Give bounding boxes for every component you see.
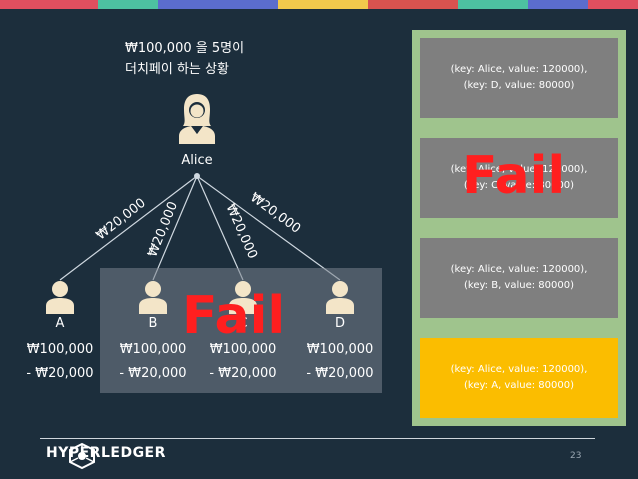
ledger-block-d: (key: Alice, value: 120000), (key: D, va… (420, 38, 618, 118)
top-bar-segment (278, 0, 368, 9)
footer-logo-text: HYPERLEDGER (46, 445, 166, 461)
fail-label-ledger: Fail (462, 146, 566, 206)
person-icon-c (229, 281, 257, 314)
participant-name-b: B (148, 316, 158, 331)
block-value-line: (key: A, value: 80000) (464, 380, 574, 391)
caption: ₩100,000 을 5명이 더치페이 하는 상황 (125, 38, 244, 80)
person-icon-a (46, 281, 74, 314)
top-bar-segment (158, 0, 278, 9)
center-person-name: Alice (181, 153, 213, 168)
edge-line-c (196, 175, 244, 281)
ledger-chain: (key: Alice, value: 120000), (key: D, va… (412, 30, 626, 426)
participant-name-c: C (238, 316, 248, 331)
participant-balance-c: ₩100,000 (209, 342, 277, 357)
ledger-block-a: (key: Alice, value: 120000), (key: A, va… (420, 338, 618, 418)
hyperledger-logo-icon (69, 442, 95, 470)
top-bar-segment (368, 0, 458, 9)
block-key-line: (key: Alice, value: 120000), (450, 64, 588, 75)
participant-balance-a: ₩100,000 (26, 342, 94, 357)
participant-change-d: - ₩20,000 (306, 366, 374, 381)
top-bar-segment (588, 0, 638, 9)
participant-change-c: - ₩20,000 (209, 366, 277, 381)
participant-change-b: - ₩20,000 (119, 366, 187, 381)
hub-dot (194, 173, 200, 179)
top-color-bar (0, 0, 638, 9)
block-value-line: (key: C, value: 80000) (463, 180, 575, 191)
edge-line-b (152, 175, 198, 281)
participant-change-a: - ₩20,000 (26, 366, 94, 381)
page-number: 23 (570, 451, 582, 461)
block-value-line: (key: B, value: 80000) (463, 280, 575, 291)
top-bar-segment (528, 0, 588, 9)
participant-name-d: D (334, 316, 345, 331)
fail-label-participants: Fail (182, 286, 286, 346)
block-key-line: (key: Alice, value: 120000), (450, 364, 588, 375)
edge-line-a (59, 175, 198, 281)
participant-balance-b: ₩100,000 (119, 342, 187, 357)
block-key-line: (key: Alice, value: 120000), (450, 264, 588, 275)
participant-balance-d: ₩100,000 (306, 342, 374, 357)
participant-name-a: A (55, 316, 65, 331)
female-person-icon (179, 94, 215, 144)
footer-divider (40, 438, 595, 439)
top-bar-segment (458, 0, 528, 9)
caption-line-1: ₩100,000 을 5명이 (125, 41, 245, 56)
ledger-block-b: (key: Alice, value: 120000), (key: B, va… (420, 238, 618, 318)
ledger-block-c: (key: Alice, value: 120000), (key: C, va… (420, 138, 618, 218)
person-icon-b (139, 281, 167, 314)
top-bar-segment (0, 0, 98, 9)
caption-line-2: 더치페이 하는 상황 (125, 62, 229, 77)
edge-line-d (196, 175, 341, 281)
block-value-line: (key: D, value: 80000) (463, 80, 575, 91)
top-bar-segment (98, 0, 158, 9)
block-key-line: (key: Alice, value: 120000), (450, 164, 588, 175)
person-icon-d (326, 281, 354, 314)
